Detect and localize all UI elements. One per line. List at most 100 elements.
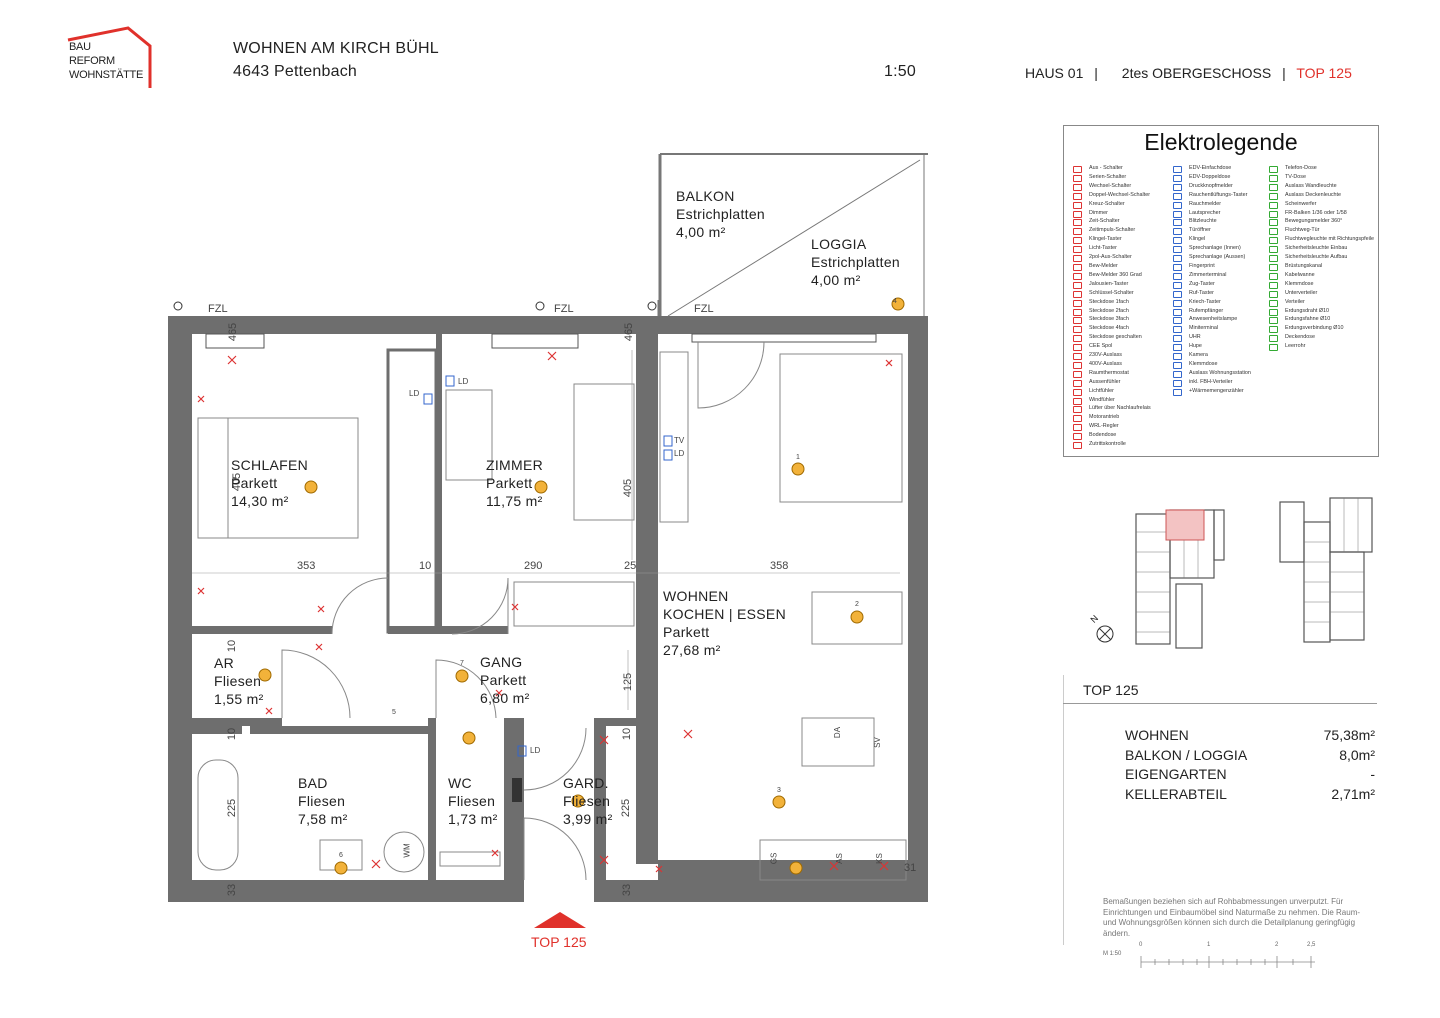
dimension-label: 33 [621, 883, 634, 897]
dimension-label: 33 [226, 883, 239, 897]
legend-item: Bew-Melder 360 Grad [1070, 271, 1151, 280]
legend-item: Zug-Taster [1170, 280, 1251, 289]
dimension-label: 465 [227, 322, 240, 342]
room-name: BAD [298, 775, 328, 791]
legend-item: WRL-Regler [1070, 422, 1151, 432]
legend-item: Fluchtweg-Tür [1266, 226, 1374, 236]
room-name: GARD. [563, 775, 609, 791]
entrance-label: TOP 125 [531, 934, 587, 950]
legend-item: Rufempfänger [1170, 307, 1251, 316]
legend-item: EDV-Doppeldose [1170, 173, 1251, 182]
logo: BAU REFORM WOHNSTÄTTE [66, 24, 154, 90]
legend-item: Bodendose [1070, 431, 1151, 441]
legend-item: FR-Balken 1/36 oder 1/58 [1266, 209, 1374, 218]
room-floor: Parkett [231, 475, 278, 491]
socket-label: SV [872, 737, 882, 748]
legend-item: Aus - Schalter [1070, 164, 1151, 173]
room-area: 4,00 m² [676, 224, 726, 240]
light-fixture-icon [891, 297, 905, 311]
light-fixture-icon [791, 462, 805, 476]
summary-value: 8,0m² [1339, 746, 1375, 763]
summary-row: EIGENGARTEN- [1125, 766, 1375, 786]
header-separator: | [1094, 65, 1098, 81]
data-outlet-label: LD [458, 377, 469, 386]
legend-item: Blitzleuchte [1170, 217, 1251, 227]
light-fixtures [258, 297, 905, 875]
data-outlet-label: LD [674, 449, 685, 458]
room-name: BALKON [676, 188, 735, 204]
legend-item: Kamera [1170, 351, 1251, 360]
legend-item: Serien-Schalter [1070, 173, 1151, 182]
data-outlet-label: LD [530, 746, 541, 755]
distribution-panel [512, 778, 522, 802]
windows [205, 333, 877, 349]
legend-item: Verteiler [1266, 298, 1374, 307]
legend-item: Scheinwerfer [1266, 200, 1374, 209]
legend-item: Lüfter über Nachlaufrelais [1070, 404, 1151, 414]
dimension-label: 225 [620, 798, 633, 818]
legend-item: Unterverteiler [1266, 289, 1374, 298]
legend-item: Erdungsfahne Ø10 [1266, 315, 1374, 325]
legend-item: Zimmerterminal [1170, 271, 1251, 280]
legend-item: Fingerprint [1170, 262, 1251, 271]
electrical-symbols [197, 351, 893, 873]
light-fixture-icon [772, 795, 786, 809]
washing-machine-label: WM [402, 843, 412, 858]
dimension-label: 10 [419, 560, 432, 572]
legend-item: CEE Spol [1070, 342, 1151, 352]
dimension-label: 225 [226, 798, 239, 818]
light-fixture-icon [789, 861, 803, 875]
light-number: 3 [777, 787, 781, 794]
room-loggia: LOGGIA Estrichplatten 4,00 m² [811, 235, 900, 289]
room-floor: Fliesen [214, 673, 262, 689]
room-zimmer: ZIMMER Parkett 11,75 m² [486, 456, 543, 510]
balcony-outline [657, 153, 928, 317]
room-schlafen: SCHLAFEN Parkett 14,30 m² [231, 456, 308, 510]
light-number: 5 [392, 709, 396, 716]
legend-item: Zeit-Schalter [1070, 217, 1151, 227]
legend-item: Hupe [1170, 342, 1251, 352]
room-ar: AR Fliesen 1,55 m² [214, 654, 264, 708]
legend-item: Klemmdose [1266, 280, 1374, 289]
dimension-label: 31 [904, 862, 917, 874]
logo-line-1: BAU [69, 41, 91, 53]
dimension-label: 290 [524, 560, 543, 572]
legend-item: Druckknopfmelder [1170, 182, 1251, 191]
logo-line-2: REFORM [69, 55, 115, 67]
summary-label: WOHNEN [1125, 727, 1189, 743]
scale-tick: 0 [1139, 942, 1143, 948]
unit-highlight [1165, 509, 1205, 541]
room-area: 1,55 m² [214, 691, 264, 707]
plan-scale: 1:50 [884, 63, 916, 80]
legend-item: Motorantrieb [1070, 413, 1151, 423]
scale-tick: 2,5 [1307, 942, 1316, 948]
room-floor: Fliesen [563, 793, 611, 809]
legend-item: Windfühler [1070, 396, 1151, 405]
light-number: 6 [339, 852, 343, 859]
legend-item: Erdungsdraht Ø10 [1266, 307, 1374, 316]
summary-divider [1063, 675, 1064, 945]
legend-item: 2pol-Aus-Schalter [1070, 253, 1151, 262]
legend-item: Erdungsverbindung Ø10 [1266, 324, 1374, 334]
legend-item: Steckdose 1fach [1070, 298, 1151, 307]
dimension-label: 353 [297, 560, 316, 572]
logo-roof-icon [67, 26, 152, 88]
room-name: GANG [480, 654, 523, 670]
room-floor: Parkett [663, 624, 710, 640]
column-marker [647, 301, 657, 311]
legend-item: Steckdose 3fach [1070, 315, 1151, 325]
summary-label: EIGENGARTEN [1125, 766, 1227, 782]
dimension-label: 405 [622, 478, 635, 498]
legend-item: Rauchmelder [1170, 200, 1251, 209]
room-name: WOHNEN [663, 588, 729, 604]
legend-item: Türöffner [1170, 226, 1251, 236]
compass-icon [1096, 625, 1114, 643]
legend-item: Bewegungsmelder 360° [1266, 217, 1374, 227]
legend-item: Fluchtwegleuchte mit Richtungspfeile [1266, 235, 1374, 245]
legend-item: Telefon-Dose [1266, 164, 1374, 173]
light-fixture-icon [534, 480, 548, 494]
header-separator-2: | [1282, 65, 1286, 81]
room-area: 11,75 m² [486, 493, 543, 509]
